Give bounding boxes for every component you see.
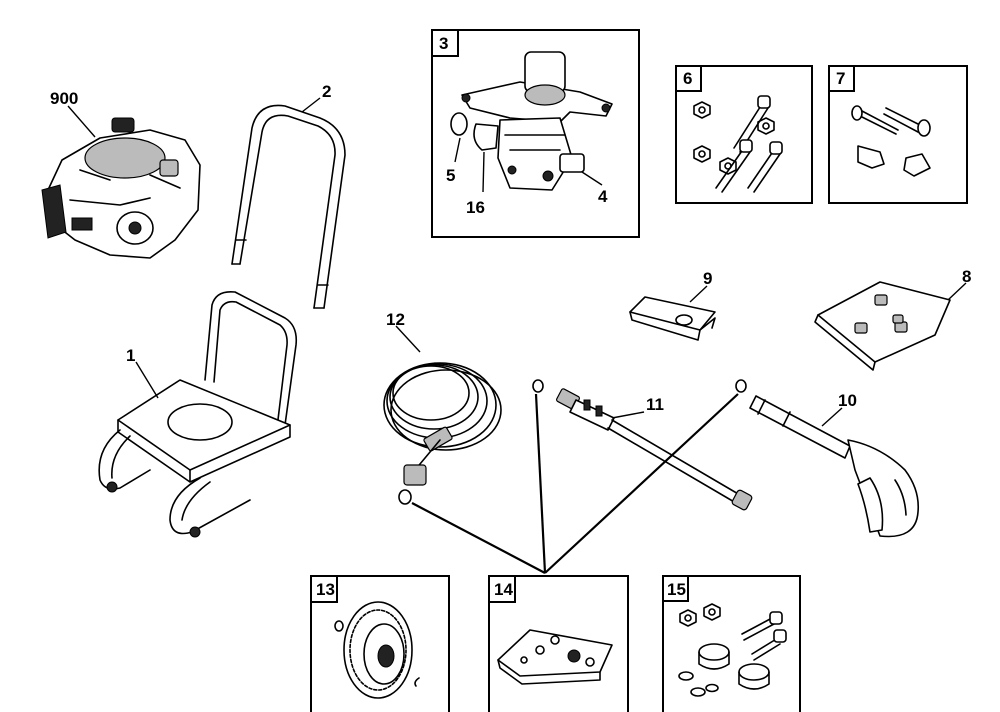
hose-part xyxy=(383,362,502,486)
mount-kit-number: 15 xyxy=(667,580,686,599)
nozzle-holder-part xyxy=(629,296,716,341)
oring-part xyxy=(450,112,468,136)
pump-kit-tab xyxy=(431,29,459,57)
oring-kit-box xyxy=(488,575,629,712)
oring-kit-tab xyxy=(488,575,516,603)
hardware-kit-number: 6 xyxy=(683,69,692,88)
bolt-kit-box xyxy=(828,65,968,204)
oring-connector-lines xyxy=(411,393,739,574)
pump-valve-number: 16 xyxy=(466,198,485,217)
handle-part xyxy=(231,104,346,309)
wheel-part xyxy=(334,601,420,699)
frame-part xyxy=(98,290,298,538)
pump-part xyxy=(461,51,613,191)
hardware-kit-parts xyxy=(693,95,783,193)
nozzle-kit-part xyxy=(814,281,951,371)
lance-part xyxy=(532,379,753,511)
bolt-kit-parts xyxy=(851,105,931,177)
engine-part xyxy=(41,117,201,259)
wheel-kit-tab xyxy=(310,575,338,603)
hardware-kit-box xyxy=(675,65,813,204)
oring-kit-part xyxy=(497,629,613,685)
hose-part-number: 12 xyxy=(386,310,405,329)
hose-oring xyxy=(398,489,412,505)
mount-kit-box xyxy=(662,575,801,712)
gun-part-number: 10 xyxy=(838,391,857,410)
gun-part xyxy=(735,379,920,538)
pump-kit-number: 3 xyxy=(439,34,448,53)
oring-kit-number: 14 xyxy=(494,580,513,599)
mount-kit-tab xyxy=(662,575,689,602)
pump-inlet-number: 4 xyxy=(598,187,608,206)
frame-part-number: 1 xyxy=(126,346,135,365)
pump-oring-number: 5 xyxy=(446,166,455,185)
bolt-kit-number: 7 xyxy=(836,69,845,88)
pump-kit-box xyxy=(431,29,640,238)
wheel-kit-number: 13 xyxy=(316,580,335,599)
lance-part-number: 11 xyxy=(646,395,664,414)
engine-part-number: 900 xyxy=(50,89,78,108)
handle-part-number: 2 xyxy=(322,82,331,101)
mount-kit-parts xyxy=(678,603,787,697)
nozzle-kit-number: 8 xyxy=(962,267,971,286)
wheel-kit-box xyxy=(310,575,450,712)
nozzle-holder-number: 9 xyxy=(703,269,712,288)
bolt-kit-tab xyxy=(828,65,855,92)
hardware-kit-tab xyxy=(675,65,702,92)
